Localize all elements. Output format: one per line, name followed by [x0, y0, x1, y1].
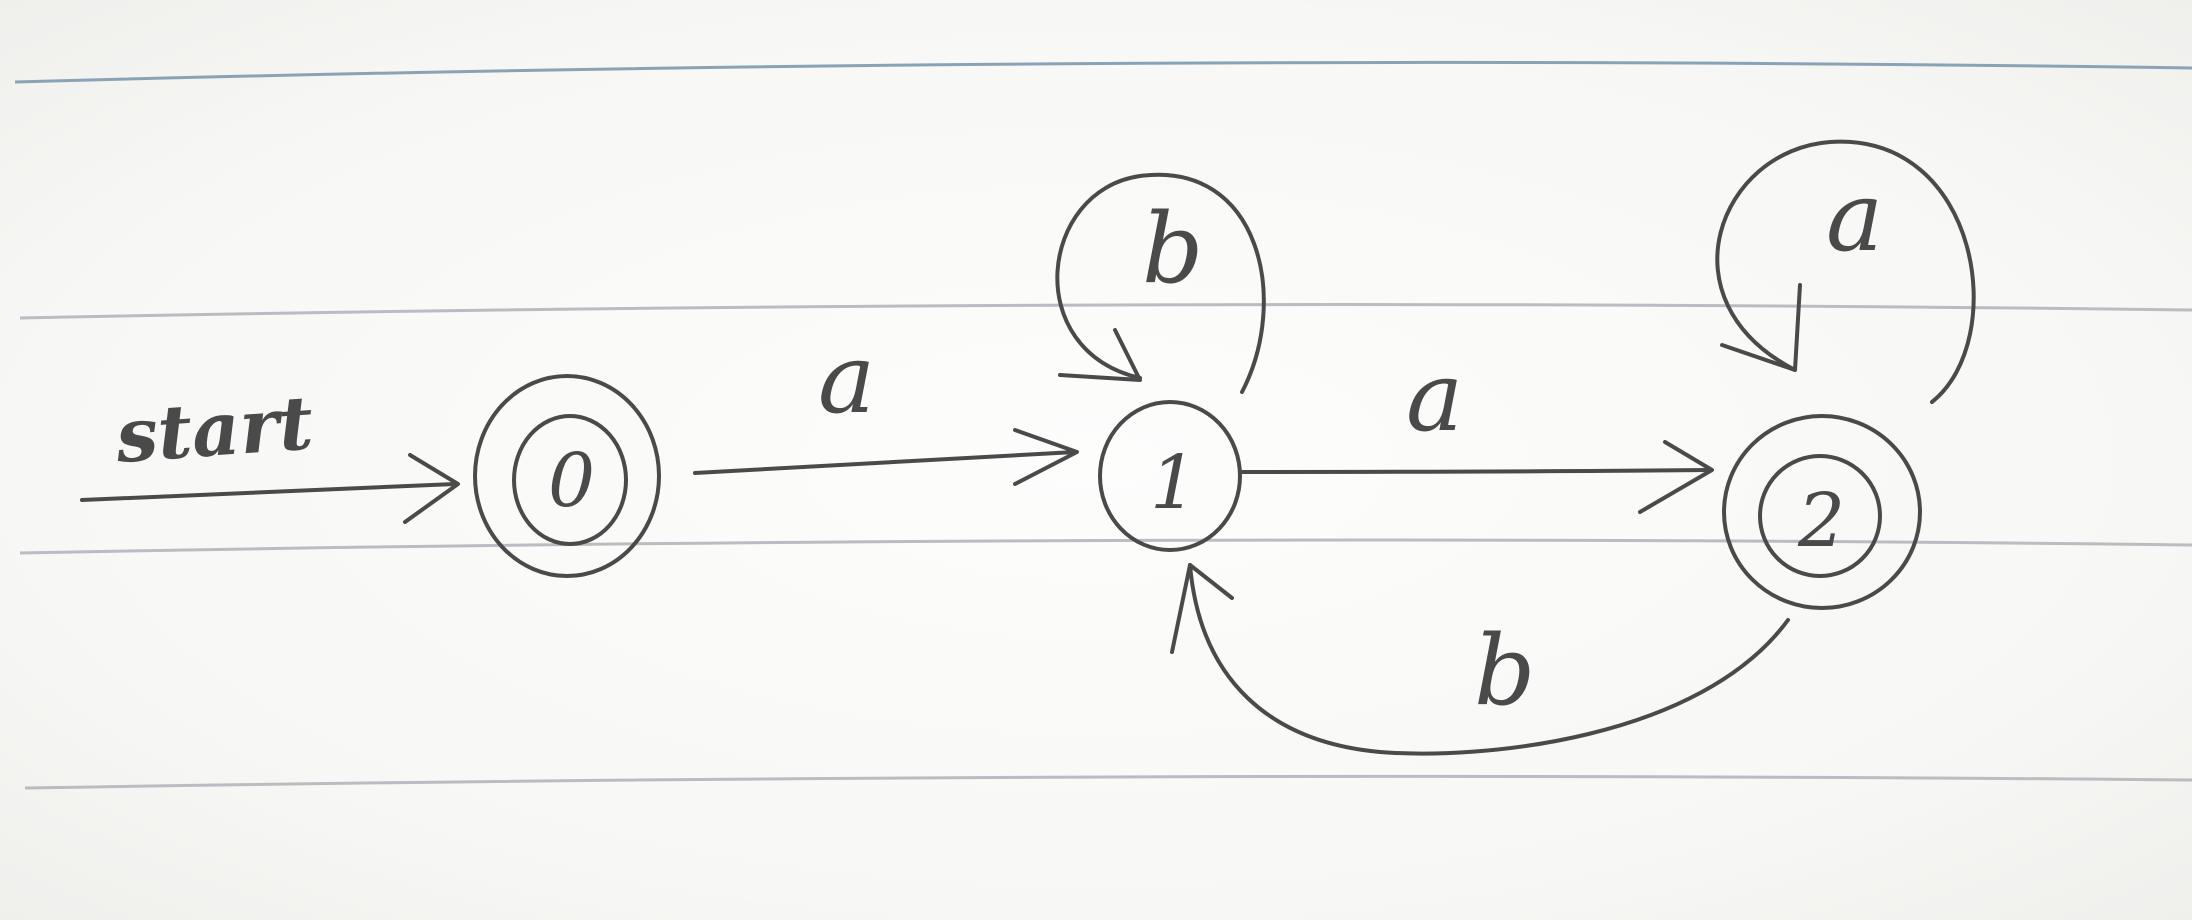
edge-2-2-arrow-head	[1720, 283, 1802, 372]
state-0: 0	[473, 374, 661, 578]
state-2: 2	[1722, 414, 1922, 610]
edge-1-2	[1240, 468, 1712, 474]
edge-0-1-label: a	[818, 323, 875, 435]
start-label: start	[112, 380, 315, 480]
ruled-line-1	[19, 303, 2192, 320]
state-0-inner-circle	[512, 414, 628, 546]
state-2-label: 2	[1797, 478, 1845, 564]
ruled-line-top	[14, 60, 2192, 84]
start-arrow-head	[403, 453, 460, 524]
edge-1-2-arrow-head	[1638, 440, 1714, 514]
edge-0-1-arrow-head	[1013, 428, 1079, 486]
edge-2-2-loop	[1715, 139, 1976, 404]
state-0-label: 0	[548, 438, 595, 524]
edge-0-1	[693, 450, 1077, 475]
edge-1-1-label: b	[1142, 193, 1203, 305]
state-1-label: 1	[1150, 440, 1197, 526]
edge-1-2-label: a	[1406, 341, 1463, 453]
edge-2-1-arrow-head	[1170, 563, 1234, 654]
ruled-line-3	[24, 774, 2192, 790]
start-arrow	[80, 482, 457, 502]
edge-2-2-label: a	[1826, 161, 1883, 273]
state-0-outer-circle	[473, 374, 661, 578]
edge-1-1-arrow-head	[1058, 328, 1142, 382]
state-1: 1	[1098, 400, 1242, 552]
state-2-inner-circle	[1758, 454, 1882, 578]
edge-1-1-loop	[1055, 172, 1266, 394]
state-1-circle	[1098, 400, 1242, 552]
edge-2-1	[1188, 563, 1790, 756]
edge-2-1-label: b	[1474, 615, 1535, 727]
state-2-outer-circle	[1722, 414, 1922, 610]
ruled-line-2	[19, 538, 2192, 555]
